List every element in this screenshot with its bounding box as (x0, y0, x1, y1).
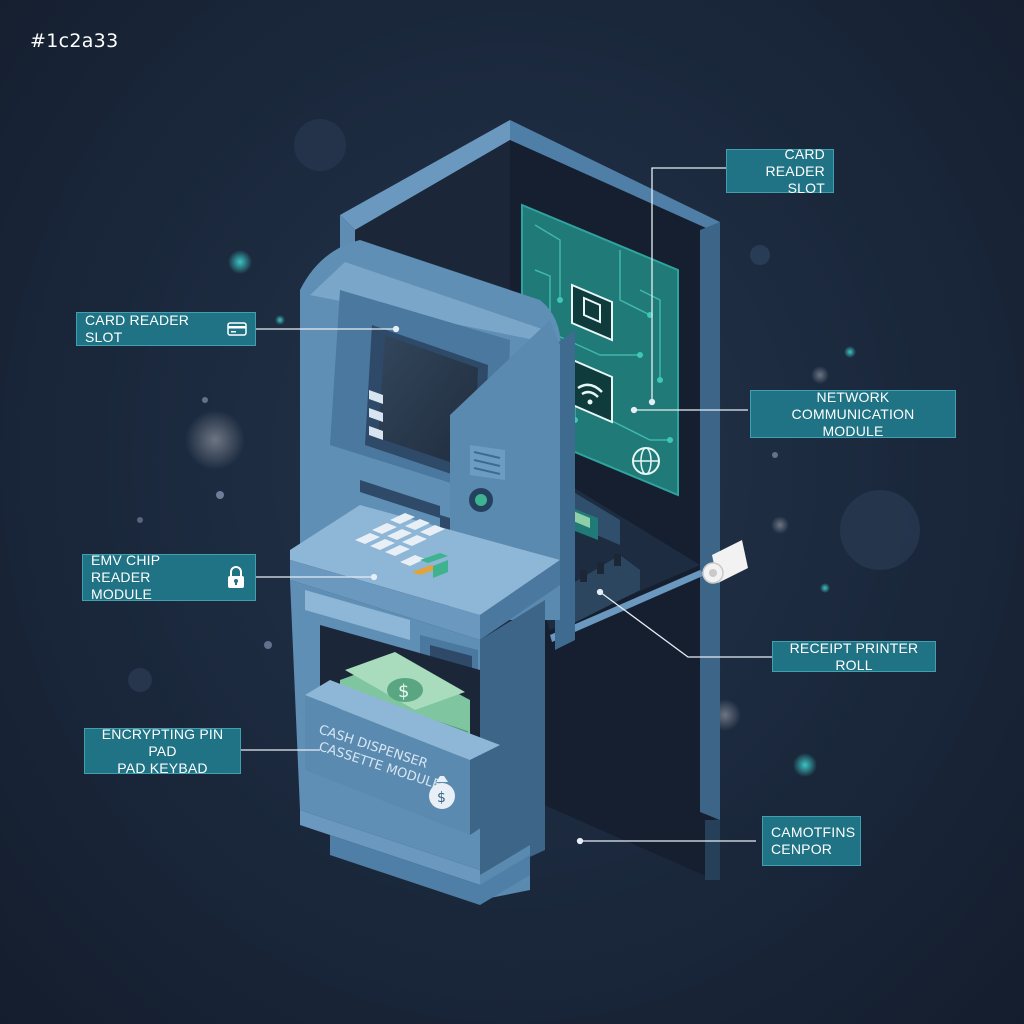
money-bag-icon: $ (429, 776, 455, 809)
padlock-icon (225, 565, 247, 591)
svg-text:$: $ (437, 790, 446, 806)
callout-label: EMV CHIP READER MODULE (91, 552, 161, 602)
leader-lines (240, 167, 772, 845)
callout-emv-chip-reader: EMV CHIP READER MODULE (82, 552, 256, 602)
callout-label: CAMOTFINS CENPOR (771, 824, 856, 857)
callout-label: RECEIPT PRINTER ROLL (789, 639, 919, 673)
callout-card-reader-slot-left: CARD READER SLOT (76, 312, 256, 346)
cash-dispenser-cassette: $ CASH DISPENSER CASSETTE MODULE $ (305, 652, 500, 835)
callout-label: CARD READER SLOT (765, 145, 825, 196)
cpu-chip-icon (571, 283, 613, 342)
credit-card-icon (227, 322, 247, 336)
callout-network-communication-module: NETWORK COMMUNICATION MODULE (750, 388, 956, 439)
callout-card-reader-slot-top: CARD READER SLOT (726, 146, 834, 196)
callout-label: ENCRYPTING PIN PAD PAD KEYBAD (101, 725, 224, 776)
atm-front (290, 240, 575, 650)
callout-receipt-printer-roll: RECEIPT PRINTER ROLL (772, 639, 936, 673)
callout-label: NETWORK COMMUNICATION MODULE (791, 388, 915, 439)
callout-label: CARD READER SLOT (85, 312, 190, 345)
background-bokeh (128, 119, 920, 777)
wifi-icon (567, 356, 613, 424)
keypad (355, 513, 445, 566)
receipt-roll-icon (702, 540, 748, 584)
hex-color-tag: #1c2a33 (30, 30, 119, 52)
svg-text:$: $ (398, 681, 409, 702)
callout-encrypting-pin-pad: ENCRYPTING PIN PAD PAD KEYBAD (84, 725, 241, 776)
globe-icon (632, 447, 660, 475)
callout-cameras-sensor: CAMOTFINS CENPOR (762, 816, 861, 866)
